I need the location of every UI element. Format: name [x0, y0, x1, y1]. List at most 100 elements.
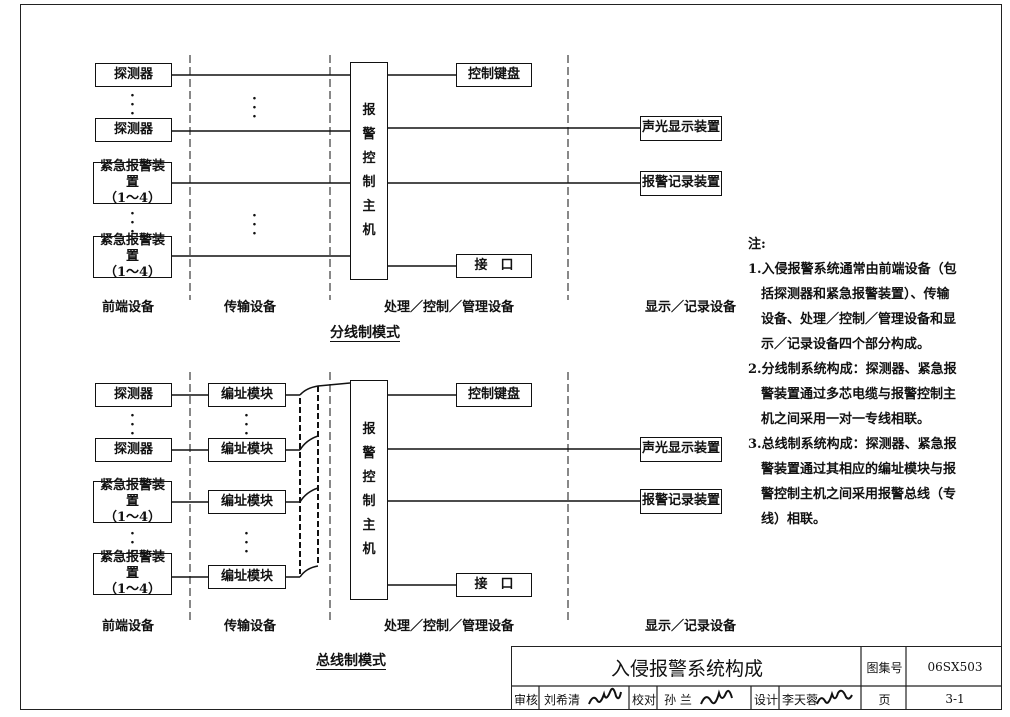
- top-emergency-box-2: 紧急报警装置（1～4）: [93, 232, 172, 281]
- bottom-detector-label-2: 探测器: [113, 441, 153, 457]
- bottom-emergency-box-1: 紧急报警装置（1～4）: [93, 477, 172, 526]
- bottom-host-char-1: 报: [362, 422, 376, 437]
- top-keyboard-box: 控制键盘: [456, 63, 532, 87]
- bottom-module-label-4: 编址模块: [220, 568, 273, 584]
- bottom-detector-label-1: 探测器: [113, 386, 153, 402]
- bottom-emergency-box-2: 紧急报警装置（1～4）: [93, 549, 172, 598]
- bottom-module-box-4: 编址模块: [208, 565, 286, 589]
- atlas-label: 图集号: [866, 660, 903, 675]
- bottom-module-box-2: 编址模块: [208, 438, 286, 462]
- bottom-trans-ellipsis-1: ···: [244, 408, 249, 442]
- bottom-host-char-3: 控: [362, 470, 376, 485]
- notes-line-3: 设备、处理／控制／管理设备和显: [748, 312, 957, 327]
- bottom-sound-light-label: 声光显示装置: [641, 441, 720, 457]
- title-block: 入侵报警系统构成 图集号 06SX503 审核 刘希清 校对 孙 兰 设计 李天…: [511, 646, 1002, 710]
- bottom-interface-box: 接 口: [456, 573, 532, 597]
- bottom-module-label-2: 编址模块: [220, 441, 273, 457]
- bottom-host-char-4: 制: [362, 494, 376, 509]
- designer-name: 李天蓉: [781, 692, 818, 707]
- bottom-record-box: 报警记录装置: [640, 489, 722, 514]
- top-keyboard-label: 控制键盘: [467, 66, 520, 82]
- bottom-trans-ellipsis-2: ···: [244, 526, 249, 560]
- bottom-emergency-sub-2: （1～4）: [103, 582, 162, 598]
- top-record-box: 报警记录装置: [640, 171, 722, 196]
- bottom-module-label-3: 编址模块: [220, 493, 273, 509]
- signatures: [588, 687, 853, 705]
- top-front-ellipsis-1: ···: [130, 88, 135, 122]
- atlas-number: 06SX503: [927, 660, 983, 674]
- reviewer-name: 刘希清: [543, 692, 580, 707]
- top-host-char-6: 机: [362, 223, 376, 238]
- top-diagram-title: 分线制模式: [330, 325, 400, 341]
- bottom-host-char-6: 机: [362, 542, 376, 557]
- top-detector-box-1: 探测器: [95, 63, 172, 87]
- bottom-keyboard-box: 控制键盘: [456, 383, 532, 407]
- top-col-proc-label: 处理／控制／管理设备: [384, 300, 515, 315]
- top-host-char-4: 制: [362, 175, 376, 190]
- notes-line-7: 机之间采用一对一专线相联。: [748, 412, 931, 427]
- top-interface-box: 接 口: [456, 254, 532, 278]
- bottom-module-box-3: 编址模块: [208, 490, 286, 514]
- top-host-char-3: 控: [362, 151, 376, 166]
- bottom-col-front-label: 前端设备: [102, 619, 155, 634]
- top-sound-light-label: 声光显示装置: [641, 120, 720, 136]
- bottom-front-ellipsis-2: ···: [130, 526, 135, 560]
- bottom-module-box-1: 编址模块: [208, 383, 286, 407]
- bottom-keyboard-label: 控制键盘: [467, 386, 520, 402]
- top-emergency-label-1: 紧急报警装置: [99, 158, 165, 190]
- notes-line-11: 线）相联。: [748, 512, 827, 527]
- bottom-emergency-label-1: 紧急报警装置: [99, 477, 165, 509]
- top-front-ellipsis-2: ···: [130, 206, 135, 240]
- page-number: 3-1: [945, 692, 965, 706]
- bottom-emergency-sub-1: （1～4）: [103, 510, 162, 526]
- top-detector-label-2: 探测器: [113, 121, 153, 137]
- top-sound-light-box: 声光显示装置: [640, 116, 722, 141]
- notes-heading: 注:: [748, 237, 766, 252]
- notes-block: 注: 1.入侵报警系统通常由前端设备（包 括探测器和紧急报警装置）、传输 设备、…: [748, 232, 968, 532]
- notes-line-5: 2.分线制系统构成：探测器、紧急报: [748, 362, 957, 377]
- top-detector-label-1: 探测器: [113, 66, 153, 82]
- notes-line-10: 警控制主机之间采用报警总线（专: [748, 487, 957, 502]
- bottom-host-char-5: 主: [362, 518, 376, 533]
- bottom-detector-box-2: 探测器: [95, 438, 172, 462]
- top-detector-box-2: 探测器: [95, 118, 172, 142]
- top-col-display-label: 显示／记录设备: [645, 300, 737, 315]
- bottom-module-label-1: 编址模块: [220, 386, 273, 402]
- top-record-label: 报警记录装置: [641, 175, 720, 191]
- notes-line-6: 警装置通过多芯电缆与报警控制主: [748, 387, 957, 402]
- notes-line-4: 示／记录设备四个部分构成。: [748, 337, 931, 352]
- top-host-char-5: 主: [362, 199, 376, 214]
- bottom-sound-light-box: 声光显示装置: [640, 437, 722, 462]
- top-trans-ellipsis-2: ···: [252, 208, 257, 242]
- bottom-col-display-label: 显示／记录设备: [645, 619, 737, 634]
- review-label: 审核: [513, 692, 538, 707]
- notes-line-2: 括探测器和紧急报警装置）、传输: [748, 287, 950, 302]
- top-trans-ellipsis-1: ···: [252, 91, 257, 125]
- top-emergency-sub-2: （1～4）: [103, 265, 162, 281]
- notes-line-1: 1.入侵报警系统通常由前端设备（包: [748, 262, 957, 277]
- top-emergency-sub-1: （1～4）: [103, 191, 162, 207]
- checker-name: 孙 兰: [664, 692, 692, 707]
- title-block-grid: [511, 646, 1002, 710]
- notes-line-8: 3.总线制系统构成：探测器、紧急报: [748, 437, 957, 452]
- top-emergency-label-2: 紧急报警装置: [99, 232, 165, 264]
- bottom-alarm-host: 报 警 控 制 主 机: [350, 380, 388, 600]
- top-host-char-2: 警: [362, 127, 376, 142]
- design-label: 设计: [753, 692, 778, 707]
- bottom-front-ellipsis-1: ···: [130, 408, 135, 442]
- drawing-title: 入侵报警系统构成: [610, 657, 763, 680]
- bottom-host-char-2: 警: [362, 446, 376, 461]
- bottom-emergency-label-2: 紧急报警装置: [99, 549, 165, 581]
- bottom-diagram-title: 总线制模式: [316, 653, 386, 669]
- top-col-trans-label: 传输设备: [224, 300, 277, 315]
- check-label: 校对: [631, 692, 656, 707]
- top-col-front-label: 前端设备: [102, 300, 155, 315]
- notes-line-9: 警装置通过其相应的编址模块与报: [748, 462, 957, 477]
- top-host-char-1: 报: [362, 103, 376, 118]
- bottom-record-label: 报警记录装置: [641, 493, 720, 509]
- bottom-col-proc-label: 处理／控制／管理设备: [384, 619, 515, 634]
- bottom-interface-label: 接 口: [474, 576, 514, 592]
- top-emergency-box-1: 紧急报警装置（1～4）: [93, 158, 172, 207]
- page-label: 页: [878, 692, 891, 707]
